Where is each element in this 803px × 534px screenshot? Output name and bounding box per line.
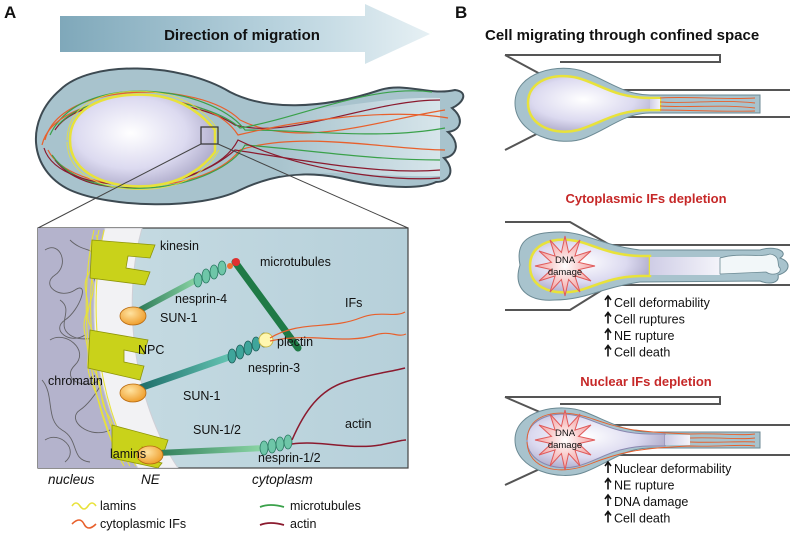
nesprin-4 (138, 260, 227, 313)
cell-fibres (41, 90, 449, 189)
legend-label-actin: actin (290, 517, 316, 531)
label-sun-1-2: SUN-1/2 (193, 423, 241, 437)
sun-1-top (119, 306, 147, 326)
effect-label: DNA damage (614, 495, 688, 509)
sun-1-mid (119, 383, 147, 403)
scenario-3-title: Nuclear IFs depletion (580, 374, 712, 389)
nesprin-1-2 (157, 434, 293, 456)
scenario-3-dna-label-line1: DNA (555, 428, 576, 439)
label-nucleus: nucleus (48, 472, 95, 487)
dna-damage-star (534, 409, 596, 471)
nuclear-envelope (93, 228, 179, 468)
label-nesprin-1-2: nesprin-1/2 (258, 451, 321, 465)
up-arrow-icon (604, 311, 612, 324)
label-ifs: IFs (345, 296, 362, 310)
label-lamins: lamins (110, 447, 146, 461)
scenario-control (504, 54, 790, 151)
scenario-2-title: Cytoplasmic IFs depletion (565, 191, 726, 206)
panel-a-letter: A (4, 3, 16, 22)
effect-label: NE rupture (614, 329, 674, 343)
effect-label: Cell death (614, 346, 670, 360)
label-actin: actin (345, 417, 371, 431)
up-arrow-icon (604, 493, 612, 506)
scenario-2-dna-label-line2: damage (548, 267, 582, 278)
label-sun-1-mid: SUN-1 (183, 389, 221, 403)
linc-inset: kinesin microtubules nesprin-4 SUN-1 IFs… (37, 227, 409, 469)
dna-damage-star (534, 235, 596, 297)
effect-label: Nuclear deformability (614, 462, 732, 476)
effect-item: DNA damage (604, 493, 688, 509)
up-arrow-icon (604, 510, 612, 523)
effect-label: Cell deformability (614, 296, 711, 310)
effect-item: Cell deformability (604, 294, 711, 310)
label-cytoplasm: cytoplasm (252, 472, 313, 487)
legend-label-cytoplasmic-ifs: cytoplasmic IFs (100, 517, 186, 531)
up-arrow-icon (604, 327, 612, 340)
effect-item: Cell death (604, 344, 670, 360)
up-arrow-icon (604, 344, 612, 357)
effect-item: NE rupture (604, 327, 674, 343)
label-nesprin-4: nesprin-4 (175, 292, 227, 306)
npc-pores (87, 239, 169, 468)
microtubule-rod (231, 258, 302, 352)
legend-label-lamins: lamins (100, 499, 136, 513)
kinesin-motor (232, 258, 240, 266)
scenario-cyto-ifs: DNA damage (505, 221, 790, 311)
scenario-nuclear-ifs: DNA damage (504, 396, 790, 486)
effect-item: Cell death (604, 510, 670, 526)
legend-label-microtubules: microtubules (290, 499, 361, 513)
scenario-2-dna-label-line1: DNA (555, 255, 576, 266)
effect-item: Nuclear deformability (604, 460, 732, 476)
cell-nucleus (68, 93, 217, 188)
sun-1-2 (136, 445, 164, 465)
up-arrow-icon (604, 294, 612, 307)
label-microtubules: microtubules (260, 255, 331, 269)
panel-b-title: Cell migrating through confined space (485, 27, 759, 44)
legend-item-actin: actin (259, 517, 316, 531)
legend-item-cytoplasmic-ifs: cytoplasmic IFs (71, 517, 186, 531)
effect-label: Cell ruptures (614, 313, 685, 327)
effect-item: Cell ruptures (604, 311, 685, 327)
panel-b-letter: B (455, 3, 467, 22)
label-kinesin: kinesin (160, 239, 199, 253)
label-plectin: plectin (277, 335, 313, 349)
direction-arrow: Direction of migration (60, 4, 430, 64)
scenario-3-dna-label-line2: damage (548, 440, 582, 451)
zoom-box (200, 126, 219, 145)
inset-actin (291, 367, 407, 448)
inset-ifs (269, 311, 407, 342)
direction-label: Direction of migration (164, 27, 320, 44)
legend-item-lamins: lamins (71, 499, 136, 513)
effect-label: Cell death (614, 512, 670, 526)
zoom-line-right (217, 143, 409, 229)
label-npc: NPC (138, 343, 164, 357)
plectin-ball (258, 332, 274, 348)
effect-item: NE rupture (604, 477, 674, 493)
label-nesprin-3: nesprin-3 (248, 361, 300, 375)
legend-item-microtubules: microtubules (259, 499, 361, 513)
label-sun-1-top: SUN-1 (160, 311, 198, 325)
effect-label: NE rupture (614, 479, 674, 493)
zoom-line-left (37, 143, 202, 229)
migrating-cell (35, 67, 465, 206)
label-chromatin: chromatin (48, 374, 103, 388)
up-arrow-icon (604, 460, 612, 473)
legend: lamins cytoplasmic IFs microtubules acti… (71, 499, 361, 531)
label-ne: NE (141, 472, 161, 487)
up-arrow-icon (604, 477, 612, 490)
